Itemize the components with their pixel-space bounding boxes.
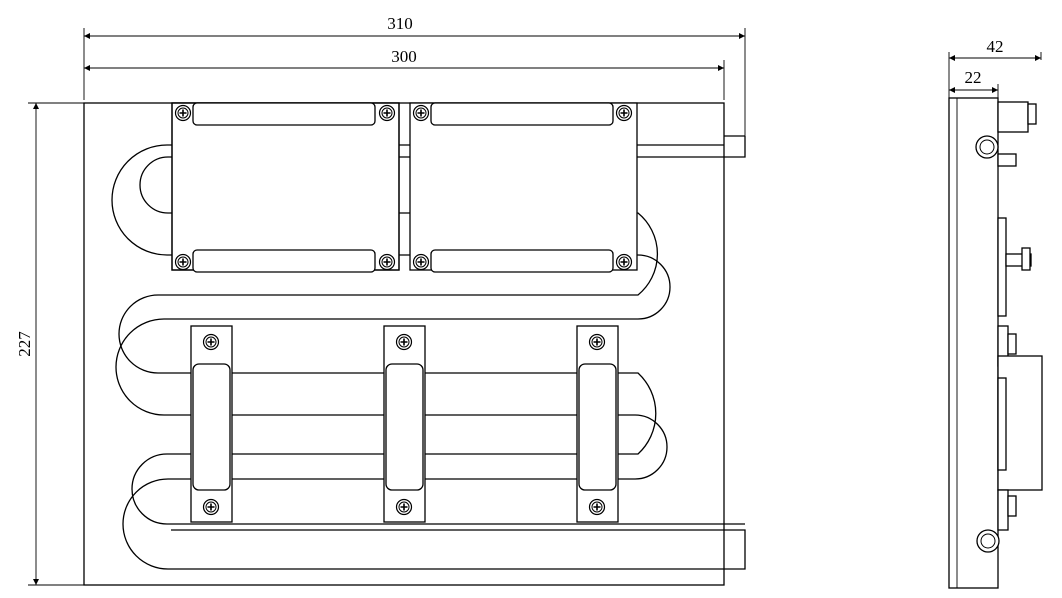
dimension-label-42: 42: [987, 37, 1004, 56]
screw-icon: [202, 333, 220, 351]
screw-icon: [378, 253, 396, 271]
screw-icon: [588, 333, 606, 351]
dimension-plate-thickness: 22: [949, 68, 999, 100]
screw-icon: [588, 498, 606, 516]
front-view: 310 300 227: [15, 14, 746, 586]
pipe-clamp-left: [190, 325, 233, 523]
serpentine-pipe: [111, 135, 746, 570]
dimension-label-300: 300: [391, 47, 417, 66]
side-upper-module: [997, 217, 1032, 317]
screw-icon: [378, 104, 396, 122]
screw-icon: [202, 498, 220, 516]
side-top-fitting: [975, 101, 1037, 167]
upper-module-left: [171, 102, 400, 273]
screw-icon: [615, 104, 633, 122]
upper-module-right: [409, 102, 638, 273]
pipe-clamp-middle: [383, 325, 426, 523]
dimension-plate-height: 227: [15, 102, 84, 586]
dimension-overall-width: 310: [83, 14, 746, 136]
screw-icon: [412, 104, 430, 122]
screw-icon: [174, 104, 192, 122]
pipe-clamp-right: [576, 325, 619, 523]
screw-icon: [174, 253, 192, 271]
dimension-overall-thickness: 42: [948, 37, 1042, 98]
side-view: 42 22: [948, 37, 1043, 589]
screw-icon: [395, 333, 413, 351]
side-bottom-fitting: [976, 529, 1000, 553]
screw-icon: [412, 253, 430, 271]
screw-icon: [395, 498, 413, 516]
side-plate-body: [948, 97, 999, 589]
side-clamp-profile: [997, 325, 1043, 531]
screw-icon: [615, 253, 633, 271]
dimension-label-227: 227: [15, 331, 34, 357]
dimension-plate-width: 300: [84, 47, 725, 100]
dimension-label-310: 310: [387, 14, 413, 33]
cold-plate-outline: [83, 102, 725, 586]
dimension-label-22: 22: [965, 68, 982, 87]
